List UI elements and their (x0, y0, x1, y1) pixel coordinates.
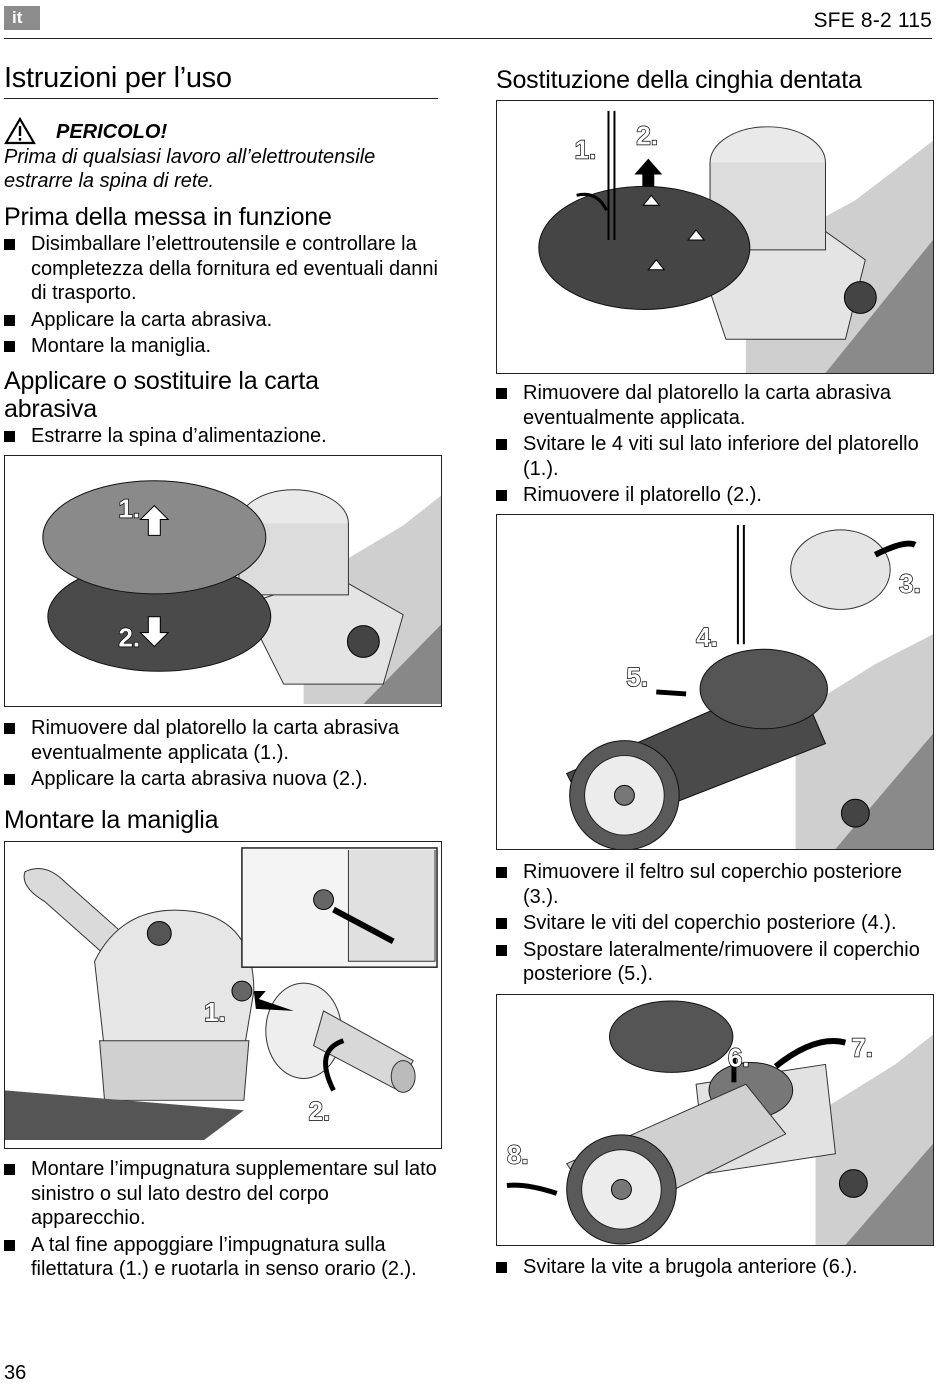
danger-label: PERICOLO! (56, 121, 168, 143)
list-item: Svitare le 4 viti sul lato inferiore del… (496, 432, 934, 481)
figure-label-1: 1. (575, 137, 597, 165)
figure-handle: 1. 2. (4, 841, 442, 1149)
heading-before-use: Prima della messa in funzione (4, 203, 332, 231)
list-item: Svitare la vite a brugola anteriore (6.)… (496, 1255, 934, 1280)
list-handle: Montare l’impugnatura supplementare sul … (4, 1157, 440, 1284)
figure-label-8: 8. (507, 1142, 529, 1170)
warning-icon (4, 117, 36, 145)
heading-toothed-belt: Sostituzione della cinghia dentata (496, 66, 862, 94)
figure-front-screw: 6. 7. 8. (496, 994, 934, 1246)
list-item: Svitare le viti del coperchio posteriore… (496, 911, 934, 936)
danger-notice: PERICOLO! Prima di qualsiasi lavoro all’… (4, 120, 438, 194)
page-title: Istruzioni per l’uso (4, 62, 232, 94)
title-rule (4, 98, 438, 99)
list-item: Rimuovere il platorello (2.). (496, 483, 934, 508)
heading-line: Applicare o sostituire la carta (4, 367, 319, 395)
figure-label-2: 2. (636, 123, 658, 151)
list-item: Rimuovere dal platorello la carta abrasi… (4, 716, 440, 765)
model-name: SFE 8-2 115 (813, 9, 932, 32)
figure-label-6: 6. (728, 1044, 750, 1072)
list-before-use: Disimballare l’elettroutensile e control… (4, 232, 440, 361)
figure-remove-pad: 1. 2. (496, 100, 934, 374)
list-item: Applicare la carta abrasiva. (4, 308, 440, 333)
list-item: Montare la maniglia. (4, 334, 440, 359)
list-abrasive-pre: Estrarre la spina d’alimentazione. (4, 424, 440, 451)
header-rule (4, 38, 932, 39)
heading-line: abrasiva (4, 395, 97, 423)
heading-handle: Montare la maniglia (4, 806, 219, 834)
list-item: Rimuovere dal platorello la carta abrasi… (496, 381, 934, 430)
figure-label-7: 7. (851, 1035, 873, 1063)
figure-label-3: 3. (899, 571, 921, 599)
figure-abrasive-paper: 1. 2. (4, 455, 442, 707)
figure-remove-cover: 3. 4. 5. (496, 514, 934, 850)
list-item: Disimballare l’elettroutensile e control… (4, 232, 440, 306)
list-item: Spostare lateralmente/rimuovere il coper… (496, 938, 934, 987)
page-number: 36 (4, 1362, 27, 1384)
danger-text-line1: Prima di qualsiasi lavoro all’elettroute… (4, 145, 376, 168)
figure-label-1: 1. (118, 496, 140, 524)
figure-label-4: 4. (696, 624, 718, 652)
language-tag: it (4, 6, 40, 30)
list-remove-pad: Rimuovere dal platorello la carta abrasi… (496, 381, 934, 510)
list-item: Montare l’impugnatura supplementare sul … (4, 1157, 440, 1231)
list-remove-cover: Rimuovere il feltro sul coperchio poster… (496, 860, 934, 989)
list-item: Rimuovere il feltro sul coperchio poster… (496, 860, 934, 909)
list-front-screw: Svitare la vite a brugola anteriore (6.)… (496, 1255, 934, 1282)
list-item: A tal fine appoggiare l’impugnatura sull… (4, 1233, 440, 1282)
figure-label-5: 5. (626, 664, 648, 692)
figure-label-2: 2. (118, 625, 140, 653)
list-abrasive-post: Rimuovere dal platorello la carta abrasi… (4, 716, 440, 794)
list-item: Estrarre la spina d’alimentazione. (4, 424, 440, 449)
danger-text-line2: estrarre la spina di rete. (4, 170, 215, 192)
figure-label-1: 1. (204, 999, 226, 1027)
heading-abrasive-paper: Applicare o sostituire la carta abrasiva (4, 367, 440, 423)
list-item: Applicare la carta abrasiva nuova (2.). (4, 767, 440, 792)
figure-label-2: 2. (309, 1098, 331, 1126)
